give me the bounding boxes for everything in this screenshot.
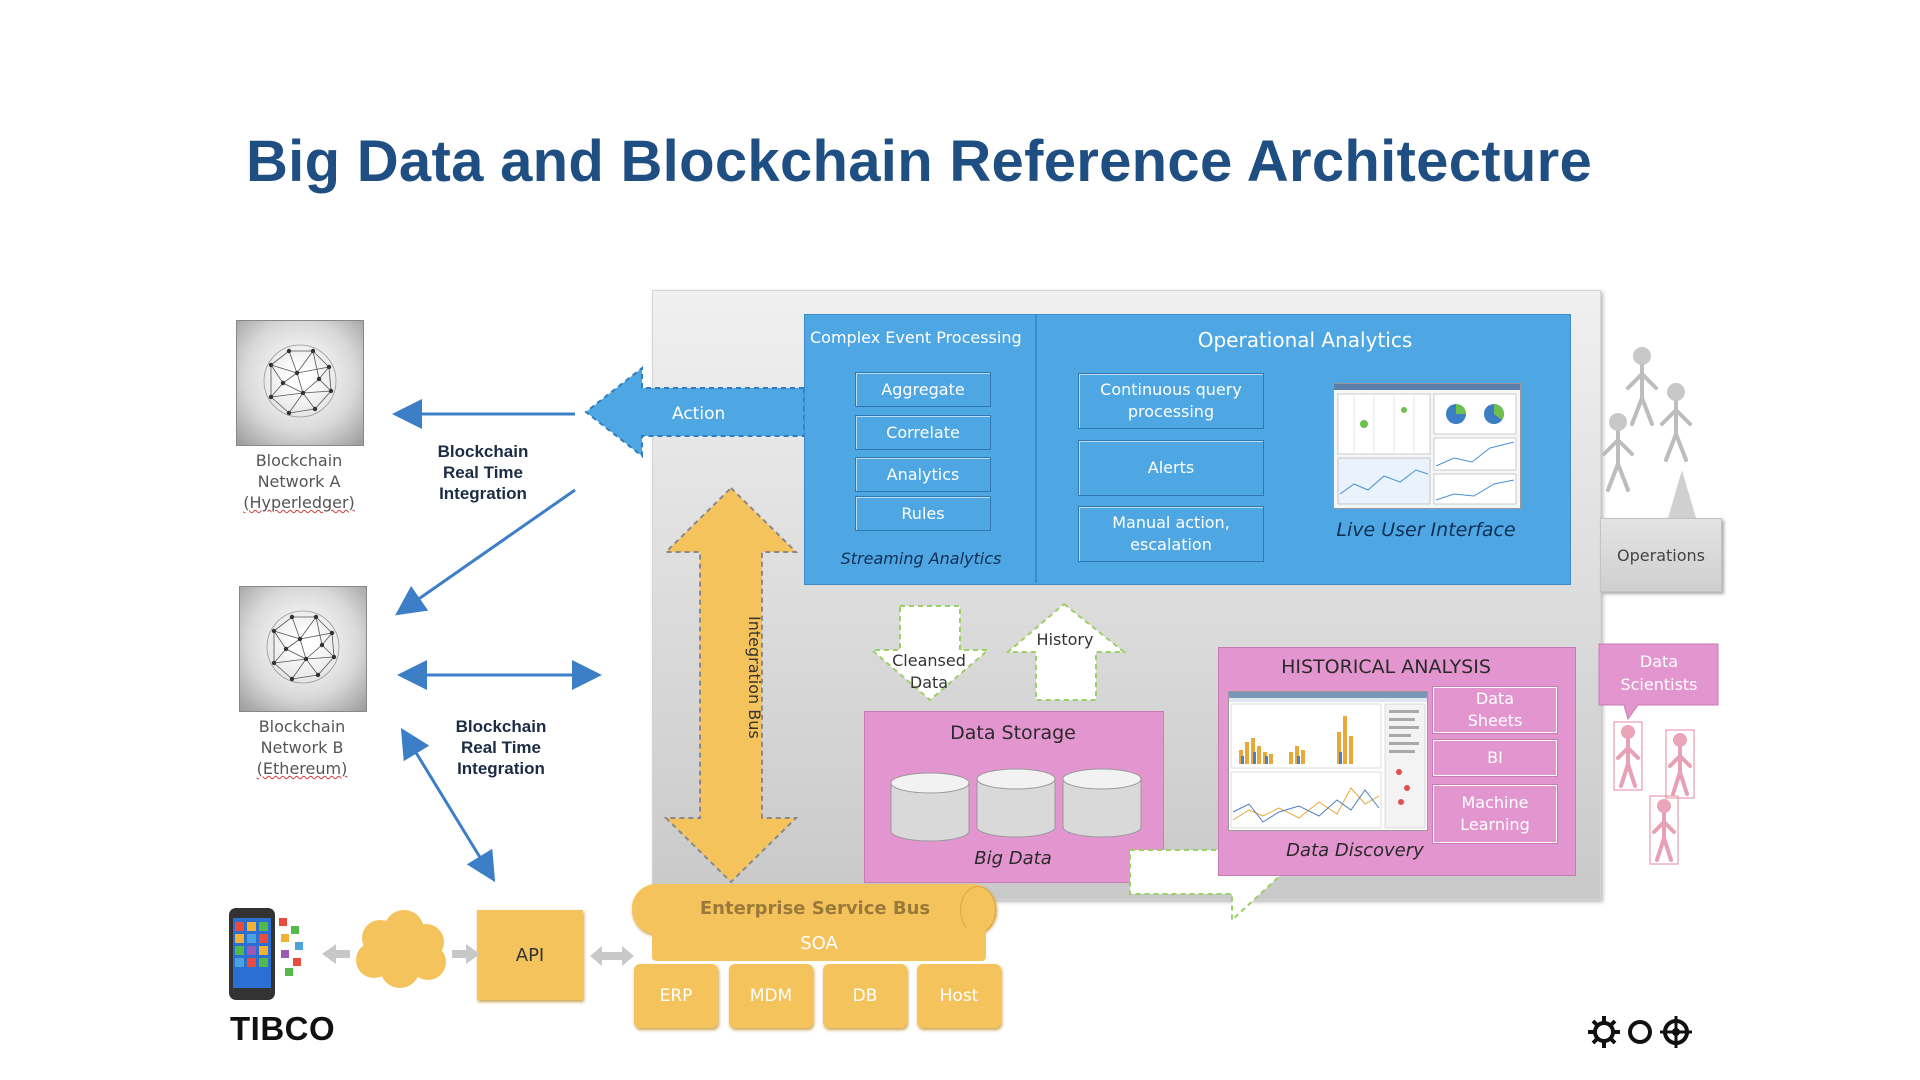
data-discovery-label: Data Discovery <box>1286 840 1424 861</box>
blockchain-a-line1: Blockchain <box>255 451 343 470</box>
arrow-to-network-b <box>395 488 576 616</box>
hist-item-machine-learning: Machine Learning <box>1433 785 1557 843</box>
cloud-icon <box>322 910 480 988</box>
tibco-logo: TIBCO <box>230 1010 336 1047</box>
api-esb-arrow <box>590 946 634 966</box>
op-item-ma-line2: escalation <box>1130 535 1212 554</box>
blockchain-b-line3: (Ethereum) <box>256 759 348 778</box>
analytics-divider <box>1035 314 1037 583</box>
blockchain-network-b-label: Blockchain Network B (Ethereum) <box>232 716 372 779</box>
data-scientists-callout <box>1598 643 1719 721</box>
op-item-alerts-label: Alerts <box>1147 458 1195 477</box>
soa-bar <box>652 927 986 961</box>
target-icon <box>1660 1016 1692 1048</box>
hist-item-bi: BI <box>1433 740 1557 776</box>
hist-data-sheets-line2: Sheets <box>1467 711 1523 730</box>
historical-analysis-title: HISTORICAL ANALYSIS <box>1281 656 1491 678</box>
hist-item-data-sheets: Data Sheets <box>1433 687 1557 733</box>
esb-label: Enterprise Service Bus <box>699 898 931 919</box>
operational-analytics-title: Operational Analytics <box>1197 328 1413 352</box>
blockchain-network-a-label: Blockchain Network A (Hyperledger) <box>229 450 369 513</box>
rt1-line2: Real Time <box>442 463 523 482</box>
blockchain-network-a-icon <box>236 320 364 446</box>
live-ui-label: Live User Interface <box>1336 519 1516 541</box>
operations-people-icon <box>1602 347 1696 518</box>
live-ui-screenshot <box>1333 383 1521 509</box>
system-erp: ERP <box>634 964 718 1028</box>
history-label: History <box>1036 630 1094 649</box>
system-host: Host <box>917 964 1001 1028</box>
integration-bus-arrow <box>663 486 799 884</box>
streaming-analytics-label: Streaming Analytics <box>840 549 1002 568</box>
rt1-line3: Integration <box>439 484 527 503</box>
footer-icons <box>1588 1016 1692 1048</box>
data-discovery-screenshot <box>1228 691 1428 831</box>
blockchain-b-line1: Blockchain <box>258 717 346 736</box>
cleansed-line2: Data <box>909 673 949 692</box>
op-item-ma-line1: Manual action, <box>1112 513 1230 532</box>
cep-item-analytics: Analytics <box>855 457 991 492</box>
system-mdm: MDM <box>729 964 813 1028</box>
data-scientists-line2: Scientists <box>1620 675 1698 694</box>
hist-ml-line1: Machine <box>1461 793 1529 812</box>
database-icon-2 <box>976 768 1056 838</box>
action-arrow <box>584 365 805 459</box>
op-item-cq-line1: Continuous query <box>1100 380 1242 399</box>
integration-bus-label: Integration Bus <box>745 615 764 739</box>
cleansed-data-arrow <box>869 605 991 702</box>
system-db: DB <box>823 964 907 1028</box>
cep-item-rules: Rules <box>855 496 991 531</box>
cep-item-correlate: Correlate <box>855 415 991 450</box>
blockchain-b-line2: Network B <box>260 738 344 757</box>
blockchain-network-b-icon <box>239 586 367 712</box>
op-item-manual-action: Manual action, escalation <box>1078 506 1264 562</box>
op-item-cq-line2: processing <box>1127 402 1215 421</box>
big-data-label: Big Data <box>974 848 1052 869</box>
blockchain-a-line2: Network A <box>257 472 341 491</box>
history-arrow <box>1005 602 1127 701</box>
data-scientists-line1: Data <box>1639 652 1679 671</box>
operations-box: Operations <box>1600 518 1722 592</box>
hist-ml-line2: Learning <box>1460 815 1530 834</box>
cep-item-aggregate: Aggregate <box>855 372 991 407</box>
mobile-phone-icon <box>229 908 303 1000</box>
blockchain-arrows <box>392 399 602 883</box>
soa-label: SOA <box>800 933 838 954</box>
database-icon-3 <box>1062 768 1142 838</box>
hist-data-sheets-line1: Data <box>1475 689 1515 708</box>
cep-title: Complex Event Processing <box>810 328 1022 347</box>
api-box: API <box>477 910 583 1000</box>
cleansed-data-label: Cleansed Data <box>874 650 984 694</box>
esb-bar <box>632 884 996 934</box>
cleansed-line1: Cleansed <box>892 651 966 670</box>
rt1-line1: Blockchain <box>437 442 529 461</box>
gear-icon <box>1588 1016 1620 1048</box>
data-scientists-label: Data Scientists <box>1600 650 1718 696</box>
data-scientists-people-icon <box>1613 721 1695 865</box>
page-title: Big Data and Blockchain Reference Archit… <box>246 129 1593 194</box>
op-item-alerts: Alerts <box>1078 440 1264 496</box>
blockchain-a-line3: (Hyperledger) <box>243 493 355 512</box>
rt-integration-label-1: Blockchain Real Time Integration <box>418 441 548 504</box>
op-item-continuous-query: Continuous query processing <box>1078 373 1264 429</box>
hist-bi-label: BI <box>1487 748 1503 767</box>
database-icon-1 <box>890 772 970 842</box>
arrow-network-b-api <box>400 727 496 883</box>
data-storage-title: Data Storage <box>950 722 1076 744</box>
action-label: Action <box>672 404 726 424</box>
circle-icon <box>1628 1020 1652 1044</box>
